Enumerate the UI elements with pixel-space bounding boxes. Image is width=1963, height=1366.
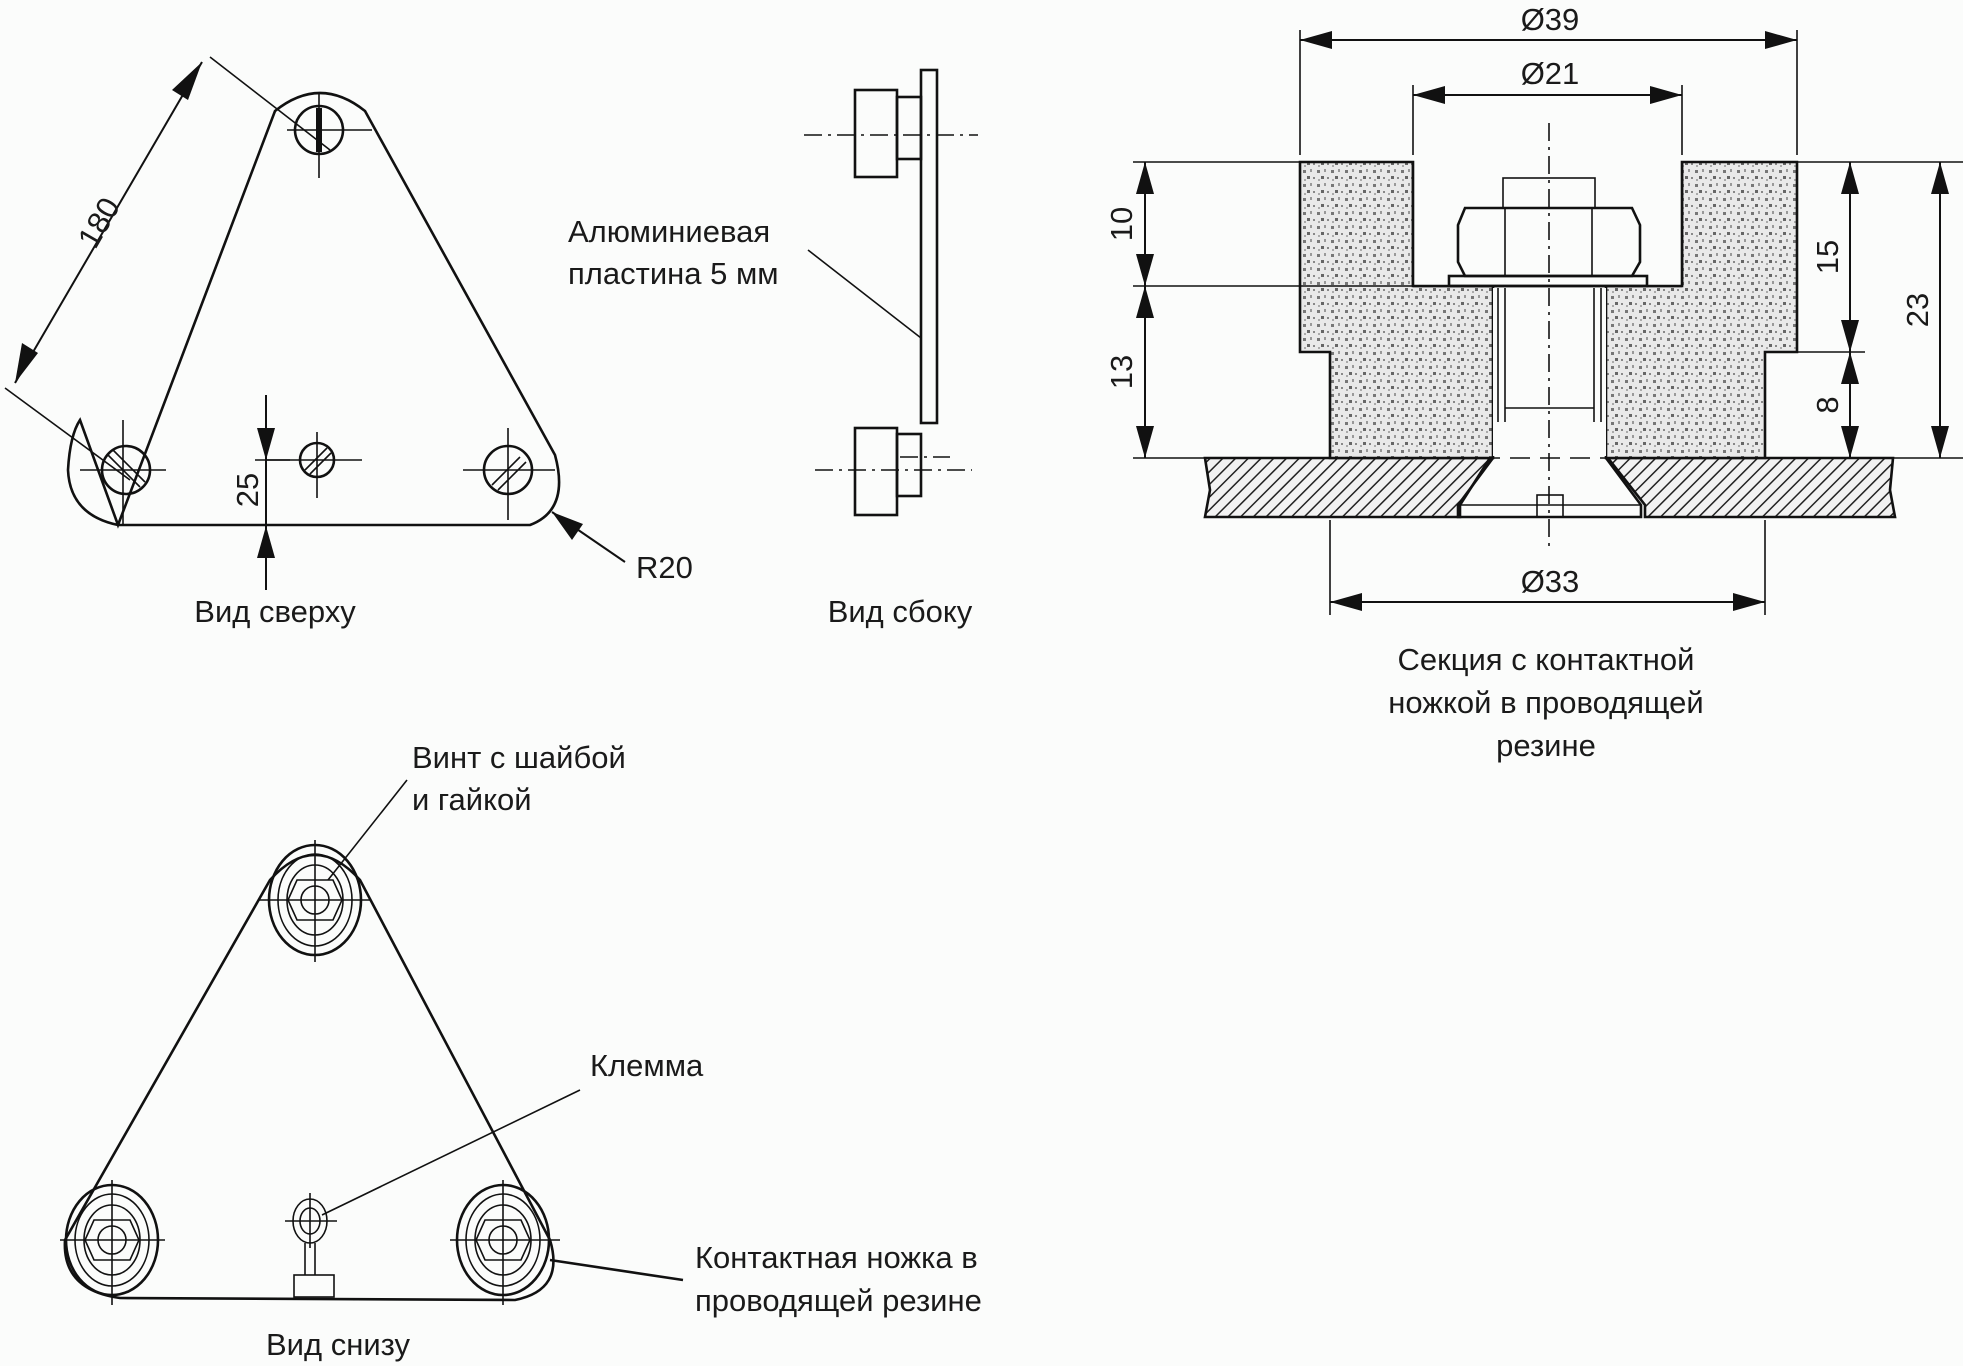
hole-left [80, 420, 166, 525]
bottom-view-caption: Вид снизу [266, 1327, 410, 1362]
hole-center [265, 432, 362, 498]
plate-callout-line1: Алюминиевая [568, 214, 770, 249]
section-view: Ø39 Ø21 Ø33 10 13 15 8 23 [1104, 2, 1963, 763]
washer [1447, 274, 1649, 288]
plate-outline [66, 91, 561, 529]
dim-180-label: 180 [71, 192, 127, 254]
section-caption-line3: резине [1496, 728, 1596, 763]
hole-right [463, 428, 555, 520]
contact-foot-top [258, 840, 370, 962]
plate-outline-bottom [63, 853, 555, 1302]
foot-callout-line1: Контактная ножка в [695, 1240, 978, 1275]
top-view: 180 25 R20 Вид сверху [4, 56, 693, 629]
terminal-callout: Клемма [590, 1048, 704, 1083]
dim-8-label: 8 [1810, 396, 1845, 413]
aluminium-plate [919, 68, 939, 425]
dim-d39-label: Ø39 [1521, 2, 1580, 37]
top-view-caption: Вид сверху [194, 594, 356, 629]
contact-foot-left [60, 1180, 165, 1305]
dim-23-label: 23 [1900, 293, 1935, 327]
dim-13-label: 13 [1104, 355, 1139, 389]
dim-d21-label: Ø21 [1521, 56, 1580, 91]
screw-callout-line2: и гайкой [412, 782, 532, 817]
terminal [285, 1193, 337, 1298]
side-view: Алюминиевая пластина 5 мм Вид сбоку [568, 68, 978, 629]
bottom-view: Винт с шайбой и гайкой Клемма Контактная… [60, 740, 982, 1362]
side-view-caption: Вид сбоку [828, 594, 973, 629]
section-caption-line1: Секция с контактной [1398, 642, 1695, 677]
contact-foot-right [450, 1180, 560, 1305]
screw-callout-line1: Винт с шайбой [412, 740, 626, 775]
dim-25-label: 25 [230, 473, 265, 507]
section-caption-line2: ножкой в проводящей [1388, 685, 1703, 720]
plate-callout-line2: пластина 5 мм [568, 256, 779, 291]
hole-top [287, 93, 372, 178]
foot-callout-line2: проводящей резине [695, 1283, 982, 1318]
dim-15-label: 15 [1810, 240, 1845, 274]
dim-r20-label: R20 [636, 550, 693, 585]
floor-hatch [1203, 456, 1493, 519]
dim-10-label: 10 [1104, 207, 1139, 241]
dim-d33-label: Ø33 [1521, 564, 1580, 599]
